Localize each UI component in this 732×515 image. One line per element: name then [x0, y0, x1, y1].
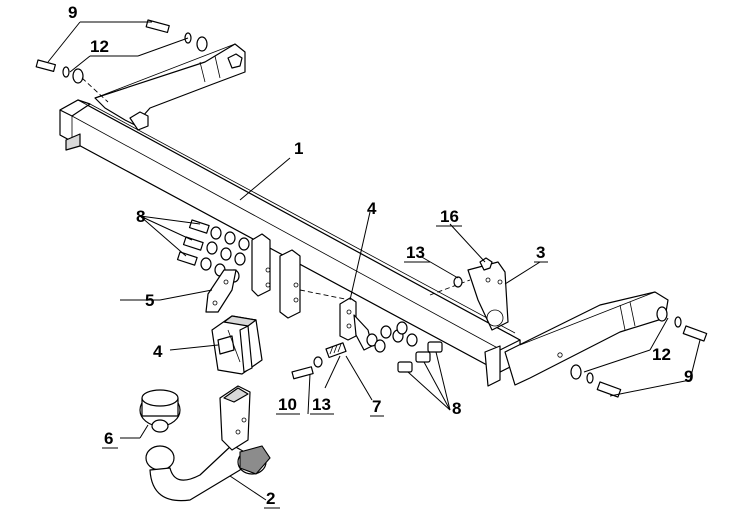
callout-3: 3 — [536, 243, 545, 262]
callout-5: 5 — [145, 291, 154, 310]
bracket-part-4-left — [211, 315, 263, 375]
right-hardware — [570, 306, 708, 398]
callout-7: 7 — [372, 397, 381, 416]
screw-part-16 — [479, 257, 493, 271]
socket-plate — [429, 261, 509, 331]
callout-8-right: 8 — [452, 399, 461, 418]
callout-6: 6 — [104, 429, 113, 448]
crossbar-beam — [59, 99, 521, 387]
left-side-arm — [94, 43, 246, 131]
callout-9-top: 9 — [68, 3, 77, 22]
callout-1: 1 — [294, 139, 303, 158]
left-hardware — [35, 19, 208, 103]
callout-9-right: 9 — [684, 367, 693, 386]
plate-part-5 — [205, 269, 237, 313]
bolt-group-right — [291, 321, 443, 380]
callout-13-top: 13 — [406, 243, 425, 262]
callout-4-top: 4 — [367, 199, 377, 218]
callout-10: 10 — [278, 395, 297, 414]
callout-2: 2 — [266, 489, 275, 508]
hitch-arm — [149, 385, 271, 502]
callout-13-bottom: 13 — [312, 395, 331, 414]
tow-ball — [139, 389, 181, 471]
washer-part-13-top — [453, 276, 463, 288]
callout-4-left: 4 — [153, 342, 163, 361]
callout-underlines — [102, 225, 548, 509]
callout-12-right: 12 — [652, 345, 671, 364]
callout-12-top: 12 — [90, 37, 109, 56]
callout-labels: 9 12 1 8 5 4 6 2 4 16 13 3 10 13 7 8 12 … — [68, 3, 693, 508]
center-brackets — [251, 233, 351, 319]
callout-8-left: 8 — [136, 207, 145, 226]
callout-16: 16 — [440, 207, 459, 226]
leader-lines — [47, 21, 701, 501]
